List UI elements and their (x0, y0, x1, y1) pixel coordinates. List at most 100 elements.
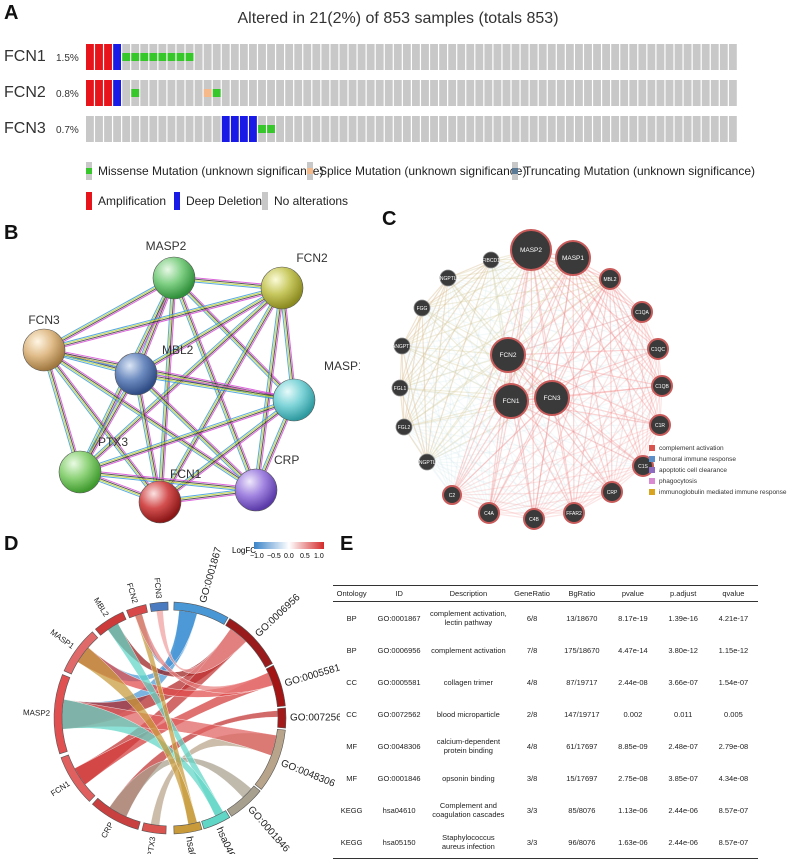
oncoprint-cell (593, 44, 601, 70)
genemania-edge (488, 400, 512, 514)
string-edge (42, 351, 256, 493)
genemania-edge (426, 311, 643, 463)
logfc-legend-title: LogFC (232, 546, 256, 555)
genemania-edge (490, 259, 663, 387)
oncoprint-track-fcn1 (86, 44, 737, 70)
genemania-edge (403, 348, 659, 428)
oncoprint-cell (584, 116, 592, 142)
genemania-edge (451, 491, 613, 496)
oncoprint-cell (511, 116, 520, 142)
oncoprint-cell (448, 44, 457, 70)
string-edge (81, 289, 284, 474)
genemania-edge (488, 465, 644, 514)
genemania-edge (551, 397, 575, 514)
genemania-node-label-c1qb: C1QB (655, 384, 669, 390)
oncoprint-cell (294, 80, 303, 106)
genemania-edge (426, 249, 532, 463)
genemania-edge (401, 345, 453, 496)
oncoprint-cell (430, 44, 438, 70)
oncoprint-cell (285, 80, 294, 106)
table-cell: 3/8 (526, 773, 538, 783)
string-edge (135, 286, 282, 374)
oncoprint-cell (475, 80, 484, 106)
genemania-node-fgl1 (391, 379, 409, 397)
genemania-node-label-fgg: FGG (417, 306, 428, 312)
genemania-edge (447, 277, 553, 399)
oncoprint-cell (303, 44, 312, 70)
genemania-edge (573, 385, 663, 514)
string-edge (135, 374, 294, 402)
string-node-fcn1 (138, 480, 182, 524)
oncoprint-cell (357, 116, 366, 142)
genemania-edge (530, 249, 553, 399)
genemania-edge (447, 277, 613, 493)
genemania-node-label-fcn2: FCN2 (500, 352, 517, 359)
table-header-cell: p.adjust (657, 585, 709, 602)
genemania-edge (530, 249, 535, 520)
oncoprint-cell (330, 44, 339, 70)
chord-gene-label: MBL2 (92, 596, 111, 619)
genemania-edge (507, 311, 643, 356)
table-cell: collagen trimer (443, 677, 493, 687)
genemania-node-masp1 (555, 240, 591, 276)
genemania-node-mbl2 (599, 268, 621, 290)
genemania-edge (399, 277, 449, 389)
genemania-edge (533, 311, 643, 520)
table-cell: GO:0072562 (377, 709, 421, 719)
oncoprint-cell (95, 44, 103, 70)
string-node-masp2 (152, 256, 196, 300)
oncoprint-cell (665, 80, 674, 106)
oncoprint-cell (221, 44, 230, 70)
genemania-node-fcn3 (534, 380, 570, 416)
genemania-edge (421, 307, 512, 402)
genemania-edge (403, 426, 490, 514)
oncoprint-cell (584, 80, 592, 106)
genemania-edge (447, 277, 644, 467)
genemania-edge (488, 249, 532, 514)
genemania-edge (573, 311, 643, 514)
oncoprint-cell (448, 80, 457, 106)
string-edge (173, 278, 294, 401)
chord-arc-gene (60, 754, 96, 802)
oncoprint-cell (375, 44, 384, 70)
genemania-edge (399, 307, 423, 389)
oncoprint-cell (312, 116, 321, 142)
table-cell: 175/18670 (564, 645, 600, 655)
oncoprint-cell (674, 44, 683, 70)
chord-arc-gene (91, 797, 141, 830)
string-edge (41, 350, 159, 504)
genemania-edge (421, 307, 661, 426)
chord-arc-term (277, 707, 287, 729)
genemania-edge (490, 259, 553, 399)
table-cell: GO:0006956 (377, 645, 421, 655)
oncoprint-cell (221, 80, 230, 106)
table-cell: GO:0001867 (377, 613, 421, 623)
genemania-edge (490, 259, 659, 350)
genemania-edge (447, 277, 659, 350)
oncoprint-cell (556, 116, 565, 142)
string-edge (45, 348, 163, 502)
oncoprint-mutation-mark (167, 53, 176, 61)
genemania-edge (401, 345, 428, 463)
oncoprint-cell (104, 44, 112, 70)
oncoprint-cell (393, 80, 402, 106)
oncoprint-cell (239, 44, 248, 70)
oncoprint-cell (484, 80, 493, 106)
genemania-edge (573, 278, 611, 514)
genemania-edge (533, 465, 644, 520)
logfc-tick-2: −0.5 (267, 553, 281, 560)
oncoprint-cell (602, 116, 611, 142)
oncoprint-cell (95, 80, 103, 106)
genemania-edge (421, 307, 535, 520)
genemania-edge (507, 257, 574, 356)
genemania-legend-swatch (649, 478, 655, 484)
oncoprint-cell (520, 116, 529, 142)
legend-deep-deletion: Deep Deletion (174, 192, 262, 210)
table-cell: 15/17697 (566, 773, 598, 783)
genemania-edge (488, 397, 553, 514)
genemania-edge (510, 400, 575, 514)
genemania-node-c1qc (647, 338, 669, 360)
genemania-node-label-c1qa: C1QA (635, 310, 649, 316)
oncoprint-cell (430, 116, 438, 142)
